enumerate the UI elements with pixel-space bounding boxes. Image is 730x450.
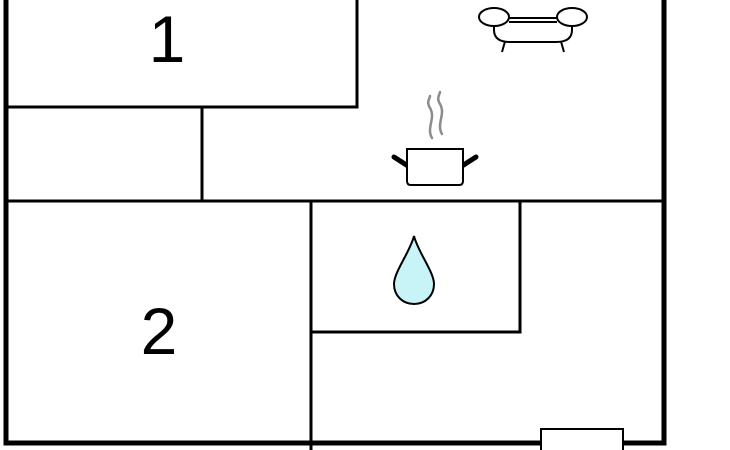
room-1-number: 1: [149, 2, 186, 76]
room-2-number: 2: [141, 294, 178, 368]
entrance-door: [540, 428, 624, 450]
cooking-pot-icon: [391, 90, 479, 186]
sofa-icon: [478, 7, 588, 53]
water-drop-icon: [392, 235, 436, 306]
